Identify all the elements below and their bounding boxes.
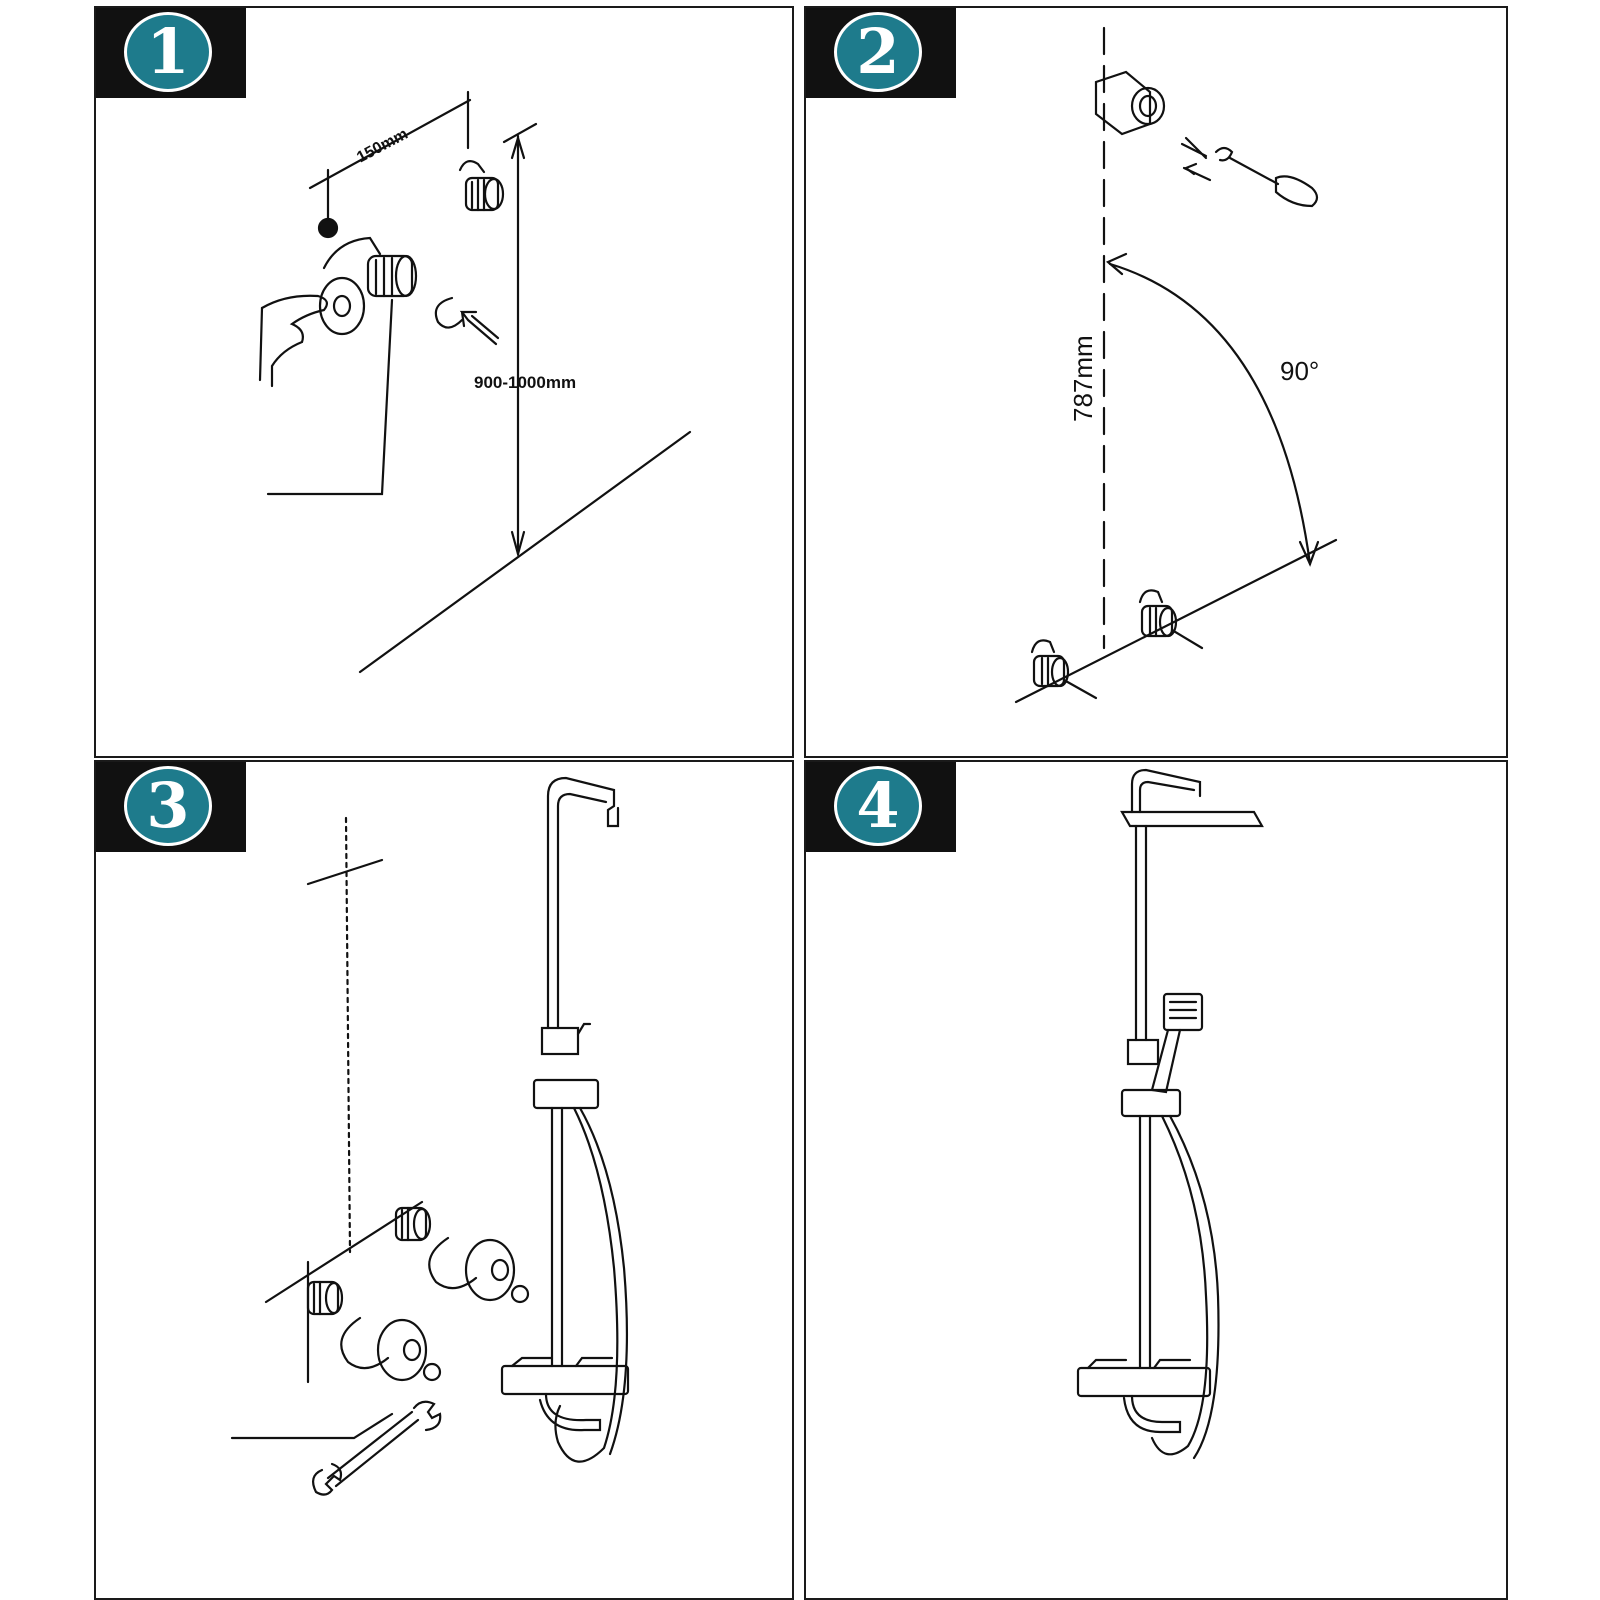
wall-plug-icon <box>1094 70 1166 136</box>
guide-tick <box>306 858 384 886</box>
step-4-panel: 4 <box>804 760 1508 1600</box>
angle-arc <box>1108 262 1312 566</box>
wrench-icon <box>311 1400 442 1496</box>
dimension-tick <box>502 122 538 144</box>
washer-icon <box>317 217 339 239</box>
pipe-line <box>230 1412 394 1440</box>
screwdriver-icon <box>1180 136 1319 208</box>
pipe-line <box>266 298 394 496</box>
step-3-illustration <box>230 776 630 1496</box>
threaded-fitting-icon <box>1030 639 1098 700</box>
spacing-label: 150mm <box>354 126 411 167</box>
height-label: 787mm <box>1068 335 1098 422</box>
wall-guide-line <box>264 1200 424 1304</box>
step-number: 1 <box>124 12 212 92</box>
threaded-fitting-icon <box>458 160 505 212</box>
threaded-fitting-icon <box>322 236 418 298</box>
arrow-head <box>510 530 526 559</box>
height-label: 900-1000mm <box>474 373 576 392</box>
hand-icon <box>260 294 328 388</box>
floor-line <box>358 430 692 674</box>
step-1-panel: 1 150mm 900-1000mm <box>94 6 794 758</box>
step-2-illustration: 787mm 90° <box>1014 26 1338 704</box>
clip-icon <box>428 1236 478 1290</box>
step-number: 2 <box>834 12 922 92</box>
washer-icon <box>510 1284 530 1304</box>
angle-label: 90° <box>1280 356 1319 386</box>
step-badge: 1 <box>96 8 246 98</box>
step-3-panel: 3 <box>94 760 794 1600</box>
step-badge: 3 <box>96 762 246 852</box>
dimension-line-150 <box>308 98 472 190</box>
step-4-illustration <box>1076 768 1264 1460</box>
threaded-fitting-icon <box>306 1260 344 1384</box>
arrow-icon <box>459 310 498 346</box>
threaded-fitting-icon <box>394 1206 432 1242</box>
step-badge: 4 <box>806 762 956 852</box>
step-number: 4 <box>834 766 922 846</box>
clip-icon <box>340 1316 390 1370</box>
step-2-panel: 2 787mm 90° <box>804 6 1508 758</box>
arrow-head <box>1298 540 1320 567</box>
arrow-head <box>1105 252 1128 276</box>
cover-ring-icon <box>318 276 366 336</box>
step-badge: 2 <box>806 8 956 98</box>
cover-ring-icon <box>376 1318 428 1382</box>
clip-icon <box>434 296 464 329</box>
arrow-head <box>510 134 526 160</box>
threaded-fitting-icon <box>1138 589 1204 650</box>
step-number: 3 <box>124 766 212 846</box>
cover-ring-icon <box>464 1238 516 1302</box>
shower-system-icon <box>1076 768 1264 1460</box>
washer-icon <box>422 1362 442 1382</box>
shower-column-icon <box>500 776 630 1463</box>
step-1-illustration: 150mm 900-1000mm <box>258 90 692 674</box>
vertical-guide-line <box>344 816 352 1254</box>
